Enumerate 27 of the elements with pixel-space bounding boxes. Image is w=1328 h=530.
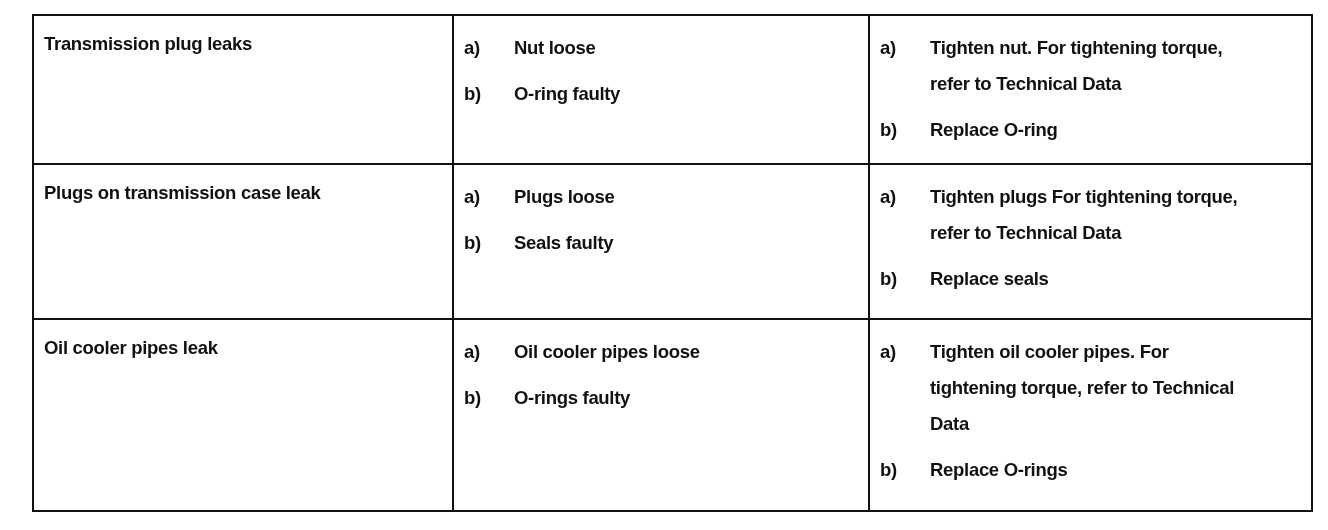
item-letter: a): [464, 340, 481, 364]
item-letter: b): [880, 267, 898, 291]
table-cell-text: Replace O-rings: [930, 458, 1068, 482]
table-cell-text: O-rings faulty: [514, 386, 631, 410]
item-letter: a): [880, 340, 897, 364]
item-letter: b): [464, 231, 482, 255]
item-letter: a): [880, 185, 897, 209]
item-letter: a): [464, 36, 481, 60]
table-cell-text: Tighten nut. For tightening torque, refer to Technical Data: [930, 36, 1224, 96]
table-cell-text: Oil cooler pipes leak: [44, 337, 218, 358]
table-cell-text: Replace seals: [930, 267, 1049, 291]
table-cell-text: Transmission plug leaks: [44, 33, 252, 54]
item-letter: b): [880, 118, 898, 142]
table-cell-text: Tighten plugs For tightening torque, refer to Technical Data: [930, 185, 1239, 245]
table-cell-text: Seals faulty: [514, 231, 614, 255]
table-cell-text: Plugs loose: [514, 185, 615, 209]
item-letter: a): [880, 36, 897, 60]
item-letter: a): [464, 185, 481, 209]
item-letter: b): [464, 82, 482, 106]
table-cell-text: Nut loose: [514, 36, 596, 60]
item-letter: b): [880, 458, 898, 482]
table-cell-text: Tighten oil cooler pipes. For tightening torque, refer to Technical Data: [930, 340, 1236, 436]
item-letter: b): [464, 386, 482, 410]
table-cell-text: Replace O-ring: [930, 118, 1058, 142]
table-cell-text: O-ring faulty: [514, 82, 621, 106]
table-cell-text: Plugs on transmission case leak: [44, 182, 321, 203]
table-cell-text: Oil cooler pipes loose: [514, 340, 700, 364]
